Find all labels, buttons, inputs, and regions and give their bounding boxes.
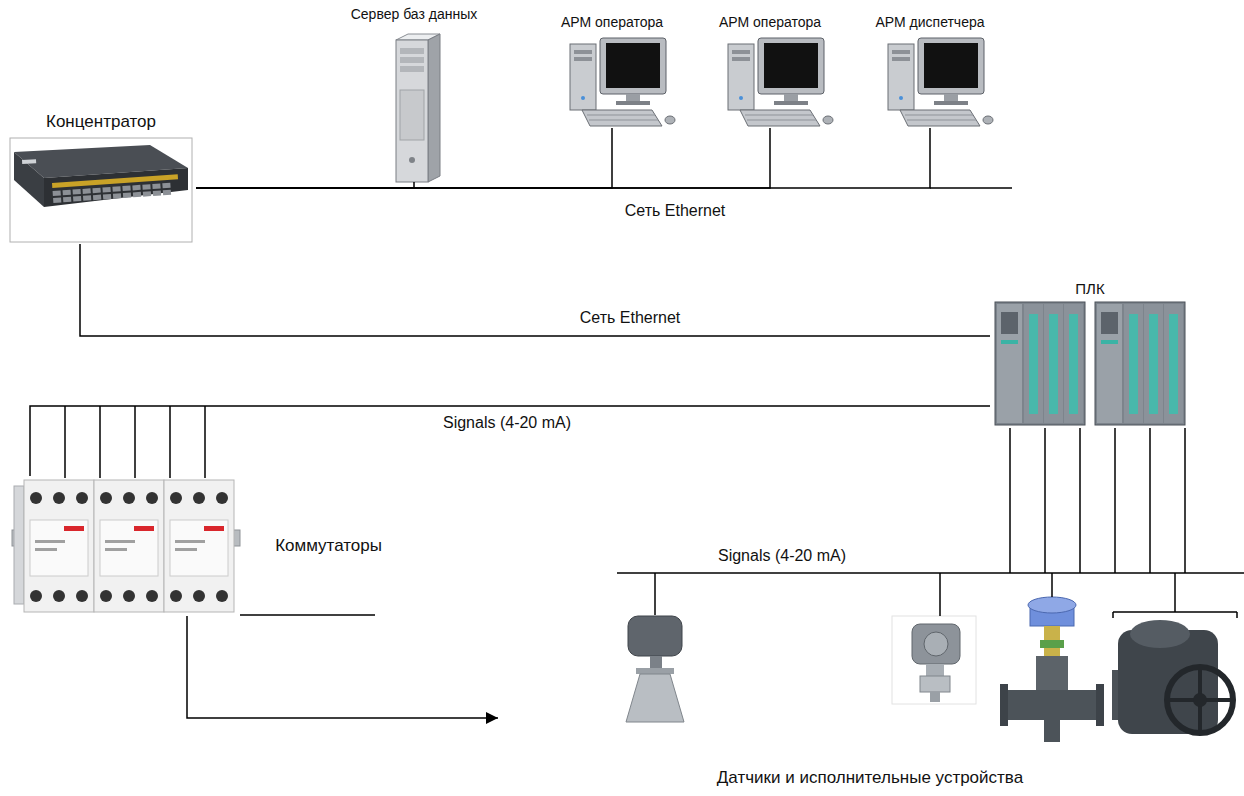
network-label: Сеть Ethernet bbox=[625, 202, 726, 219]
switch-modules-picture bbox=[12, 480, 240, 612]
bus-connector bbox=[1079, 428, 1081, 560]
pressure-transmitter bbox=[892, 616, 976, 704]
bus-connector bbox=[187, 616, 498, 718]
operator-workstation: АРМ оператора bbox=[552, 14, 672, 128]
bus-connector bbox=[30, 406, 990, 476]
switching-modules: Коммутаторы bbox=[10, 476, 390, 616]
node-label: Датчики и исполнительные устройства bbox=[717, 768, 1023, 788]
network-label: Signals (4-20 mA) bbox=[718, 547, 846, 564]
workstation-picture bbox=[888, 38, 993, 126]
radar-level-sensor bbox=[626, 616, 684, 722]
hub-picture bbox=[10, 138, 192, 242]
bus-connector bbox=[196, 128, 770, 188]
bus-connector bbox=[196, 128, 930, 188]
node-label: АРМ оператора bbox=[561, 14, 663, 31]
wiring bbox=[65, 188, 1244, 618]
node-label: Коммутаторы bbox=[275, 536, 382, 556]
edge-label-patch: Signals (4-20 mA) bbox=[715, 546, 849, 565]
bus-connector bbox=[80, 244, 990, 336]
bus-connector bbox=[196, 128, 612, 188]
plc-picture bbox=[995, 302, 1185, 425]
edge-label-patch: Сеть Ethernet bbox=[622, 201, 729, 220]
electric-actuator bbox=[1112, 620, 1233, 734]
database-server: Сервер баз данных bbox=[344, 6, 484, 182]
workstation-picture bbox=[570, 38, 675, 126]
edge-label-patch: Signals (4-20 mA) bbox=[440, 413, 574, 432]
node-label: АРМ оператора bbox=[719, 14, 821, 31]
server-tower bbox=[396, 34, 440, 182]
network-label: Signals (4-20 mA) bbox=[443, 414, 571, 431]
node-label: Сервер баз данных bbox=[351, 6, 478, 23]
edge-label-patch: Сеть Ethernet bbox=[577, 308, 684, 327]
bus-connector bbox=[196, 182, 414, 188]
network-hub: Концентратор bbox=[6, 112, 196, 244]
field-devices: Датчики и исполнительные устройства bbox=[498, 560, 1242, 792]
dispatcher-workstation: АРМ диспетчера bbox=[865, 14, 995, 128]
node-label: Концентратор bbox=[46, 112, 156, 132]
node-label: АРМ диспетчера bbox=[875, 14, 984, 31]
network-label: Сеть Ethernet bbox=[580, 309, 681, 326]
workstation-picture bbox=[728, 38, 833, 126]
control-valve bbox=[1000, 597, 1104, 742]
plc: ПЛК bbox=[990, 280, 1190, 428]
operator-workstation: АРМ оператора bbox=[710, 14, 830, 128]
node-label: ПЛК bbox=[1075, 280, 1104, 298]
